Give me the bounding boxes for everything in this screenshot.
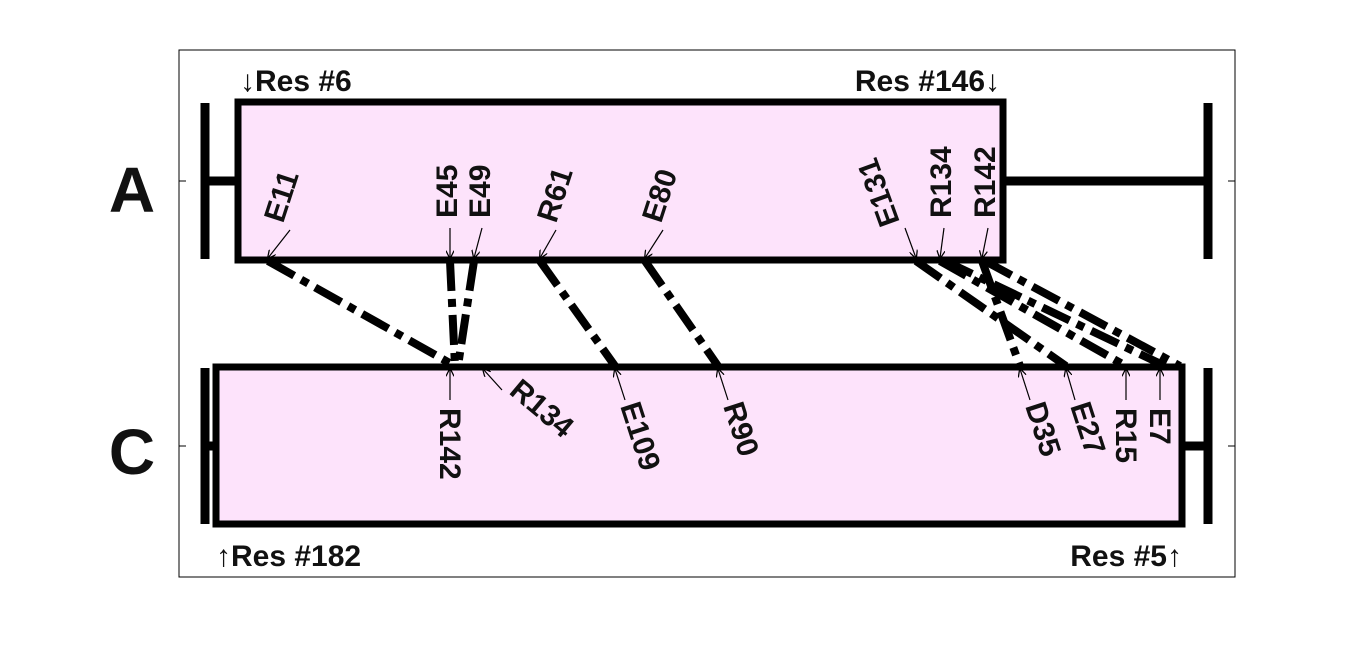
chain-a-residue-e80-arrow (645, 229, 664, 258)
chain-a-residue-r142-arrow (982, 227, 989, 258)
bond-r134-e7 (943, 257, 1167, 370)
bond-r142-d35 (978, 259, 1024, 368)
plot-frame (178, 49, 1236, 578)
chain-c-end-label: Res #5↑ (1070, 540, 1182, 573)
chain-c-residue-r90-arrow (718, 369, 729, 401)
chain-c-residue-e109-arrow (615, 369, 626, 401)
chain-a-end-label: Res #146↓ (855, 65, 1000, 98)
chain-a-residue-r61-arrow (540, 229, 557, 258)
chain-a-interface-box (234, 98, 1007, 264)
chain-a-residue-r142-label: R142 (969, 146, 1002, 218)
chain-a-label: A (109, 154, 155, 226)
bond-r142-e7 (983, 257, 1182, 370)
chain-c-residue-e7-label: E7 (1143, 408, 1176, 445)
chain-c-residue-r142-label: R142 (433, 408, 466, 480)
chain-a-residue-r134-label: R134 (925, 146, 958, 218)
chain-a-residue-e131-arrow (904, 227, 916, 258)
bond-e49-r142 (454, 260, 478, 367)
chain-a-track (200, 103, 1213, 259)
chain-a-residue-r134-arrow (940, 227, 944, 258)
chain-c-residue-r134-arrow (483, 369, 503, 391)
bond-e131-e27 (913, 257, 1069, 370)
chain-c-residue-e27-arrow (1066, 369, 1076, 401)
chain-a-residue-e49-label: E49 (464, 165, 497, 218)
chain-a-residue-e45-label: E45 (431, 165, 464, 218)
chain-c-residue-r15-label: R15 (1109, 408, 1142, 463)
bond-e80-r90 (641, 258, 722, 369)
chain-c-interface-box (212, 363, 1186, 528)
bond-e45-r142 (446, 260, 459, 367)
bond-lines (266, 257, 1182, 370)
chain-c-start-label: ↑Res #182 (216, 540, 361, 573)
chain-a-start-label: ↓Res #6 (240, 65, 352, 98)
bond-r61-e109 (536, 258, 619, 369)
bond-r134-r15 (938, 257, 1128, 370)
bond-e11-r142 (266, 257, 457, 370)
chain-a-residue-e49-arrow (474, 227, 483, 258)
chain-c-residue-d35-arrow (1020, 369, 1031, 401)
chain-a-residue-e11-arrow (268, 229, 291, 258)
chain-c-label: C (109, 416, 155, 488)
